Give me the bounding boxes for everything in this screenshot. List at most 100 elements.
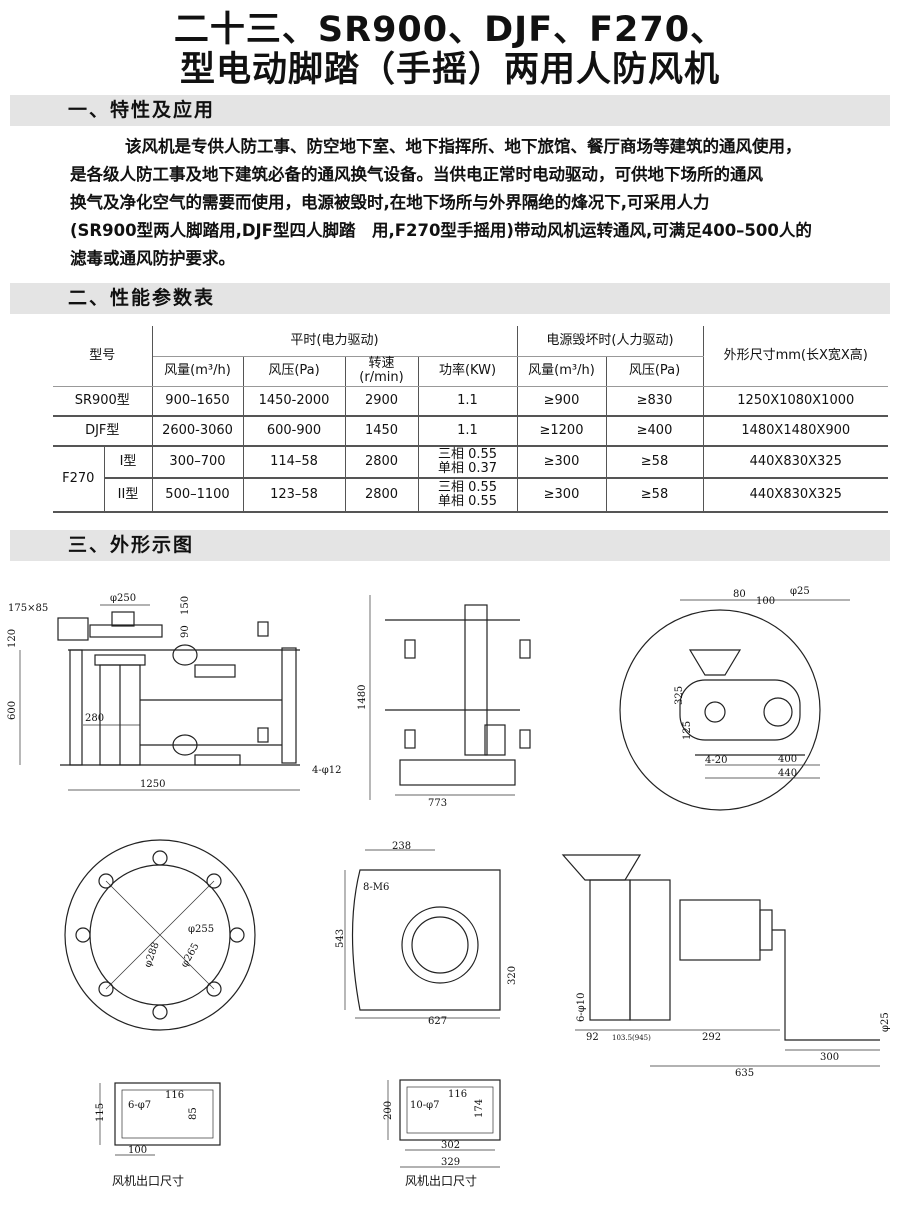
dim-label: 103.5(945) — [612, 1034, 651, 1042]
dim-label: 8-M6 — [363, 882, 389, 893]
section-heading-features: 一、特性及应用 — [10, 95, 890, 126]
cell-size: 1480X1480X900 — [702, 416, 888, 447]
header-pressure: 风压(Pa) — [242, 356, 346, 387]
cell-model: F270 — [53, 446, 105, 513]
dim-label: φ250 — [110, 593, 136, 604]
dim-label: 292 — [702, 1032, 721, 1043]
dim-label: 300 — [820, 1052, 839, 1063]
cell-flow: 2600-3060 — [151, 416, 244, 447]
cell-speed: 1450 — [344, 416, 419, 447]
outlet-caption: 风机出口尺寸 — [405, 1174, 477, 1188]
cell-pressure: 1450-2000 — [242, 386, 346, 417]
dim-label: φ25 — [880, 1012, 891, 1032]
cell-speed: 2900 — [344, 386, 419, 417]
dim-label: 543 — [335, 929, 346, 948]
dim-label: 320 — [507, 966, 518, 985]
dim-label: 238 — [392, 841, 411, 852]
header-size: 外形尺寸mm(长X宽X高) — [702, 326, 888, 387]
power-three-phase: 三相 0.55 — [437, 447, 498, 462]
cell-manual-pressure: ≥830 — [605, 386, 704, 417]
dim-label: 1250 — [140, 779, 165, 790]
cell-submodel: II型 — [103, 478, 153, 513]
cell-model: DJF型 — [53, 416, 153, 447]
dim-label: 125 — [682, 721, 693, 740]
dim-label: 325 — [674, 686, 685, 705]
drawing-flange: φ255 φ288 φ265 — [64, 839, 256, 1031]
outlet-caption: 风机出口尺寸 — [112, 1174, 184, 1188]
dim-label: 773 — [428, 798, 447, 809]
cell-model: SR900型 — [53, 386, 153, 417]
cell-flow: 300–700 — [151, 446, 244, 479]
power-single-phase: 单相 0.55 — [437, 494, 498, 509]
dim-label: 174 — [474, 1099, 485, 1118]
dim-label: 115 — [95, 1103, 106, 1122]
header-speed: 转速(r/min) — [344, 356, 419, 387]
performance-table: 型号 平时(电力驱动) 电源毁坏时(人力驱动) 外形尺寸mm(长X宽X高) 风量… — [53, 326, 888, 513]
dim-label: 4-φ12 — [312, 765, 341, 776]
dim-label: φ255 — [188, 924, 214, 935]
dim-label: 4-20 — [705, 755, 727, 766]
dim-label: 635 — [735, 1068, 754, 1079]
cell-flow: 500–1100 — [151, 478, 244, 513]
drawing-outlet-f270-ii: 200 10-φ7 116 174 302 329 风机出口尺寸 — [383, 1079, 501, 1188]
drawing-f270-front: 238 8-M6 543 320 627 — [335, 841, 518, 1027]
dim-label: 627 — [428, 1016, 447, 1027]
cell-speed: 2800 — [344, 478, 419, 513]
table-row: DJF型 2600-3060 600-900 1450 1.1 ≥1200 ≥4… — [53, 416, 888, 447]
cell-manual-pressure: ≥58 — [605, 446, 704, 479]
cell-manual-pressure: ≥400 — [605, 416, 704, 447]
cell-pressure: 600-900 — [242, 416, 346, 447]
page-title-line2: 型电动脚踏（手摇）两用人防风机 — [179, 50, 720, 90]
header-power: 功率(KW) — [417, 356, 518, 387]
dim-label: 92 — [586, 1032, 599, 1043]
cell-size: 440X830X325 — [702, 478, 888, 513]
cell-pressure: 123–58 — [242, 478, 346, 513]
drawing-sr900-side: 175×85 φ250 150 90 120 600 280 1250 4-φ1… — [7, 593, 341, 791]
cell-manual-pressure: ≥58 — [605, 478, 704, 513]
dim-label: 80 — [733, 589, 746, 600]
dim-label: 150 — [180, 596, 191, 615]
dim-label: 85 — [188, 1107, 199, 1120]
header-manual: 电源毁坏时(人力驱动) — [516, 326, 704, 357]
header-model: 型号 — [53, 326, 153, 387]
power-single-phase: 单相 0.37 — [437, 461, 498, 476]
dim-label: 280 — [85, 713, 104, 724]
cell-manual-flow: ≥1200 — [516, 416, 607, 447]
dim-label: φ265 — [179, 941, 202, 969]
description: 该风机是专供人防工事、防空地下室、地下指挥所、地下旅馆、餐厅商场等建筑的通风使用… — [70, 133, 885, 273]
cell-power: 1.1 — [417, 416, 518, 447]
dim-label: 302 — [441, 1140, 460, 1151]
dim-label: 175×85 — [8, 603, 48, 614]
dim-label: 100 — [128, 1145, 147, 1156]
table-row: SR900型 900–1650 1450-2000 2900 1.1 ≥900 … — [53, 386, 888, 417]
drawing-outlet-f270-i: 115 6-φ7 116 85 100 风机出口尺寸 — [95, 1082, 221, 1188]
cell-submodel: I型 — [103, 446, 153, 479]
dim-label: 6-φ7 — [128, 1100, 151, 1111]
header-normal: 平时(电力驱动) — [151, 326, 518, 357]
description-line: 是各级人防工事及地下建筑必备的通风换气设备。当供电正常时电动驱动，可供地下场所的… — [70, 165, 763, 184]
dim-label: 200 — [383, 1101, 394, 1120]
section-heading-params: 二、性能参数表 — [10, 283, 890, 314]
cell-flow: 900–1650 — [151, 386, 244, 417]
dim-label: 120 — [7, 629, 18, 648]
cell-power: 1.1 — [417, 386, 518, 417]
cell-size: 440X830X325 — [702, 446, 888, 479]
dim-label: 116 — [448, 1089, 467, 1100]
dim-label: φ288 — [142, 941, 161, 969]
cell-manual-flow: ≥300 — [516, 446, 607, 479]
header-flow: 风量(m³/h) — [151, 356, 244, 387]
drawing-djf-side: φ25 80 100 325 125 400 440 4-20 — [619, 586, 850, 811]
dim-label: 116 — [165, 1090, 184, 1101]
power-three-phase: 三相 0.55 — [437, 480, 498, 495]
header-manual-flow: 风量(m³/h) — [516, 356, 607, 387]
description-line: (SR900型两人脚踏用,DJF型四人脚踏 用,F270型手摇用)带动风机运转通… — [70, 221, 812, 240]
dim-label: 6-φ10 — [576, 993, 587, 1022]
page-title-line1: 二十三、SR900、DJF、F270、 — [173, 10, 727, 50]
dim-label: φ25 — [790, 586, 810, 597]
description-line: 滤毒或通风防护要求。 — [70, 249, 235, 268]
section-heading-drawings: 三、外形示图 — [10, 530, 890, 561]
dim-label: 100 — [756, 596, 775, 607]
